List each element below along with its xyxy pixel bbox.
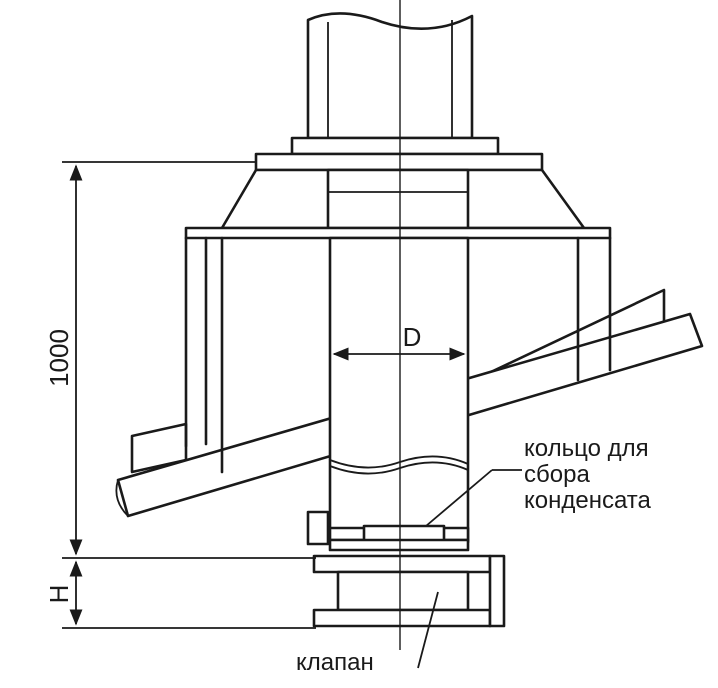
dimension-d: D [332, 322, 466, 361]
dimension-h-label: H [44, 585, 74, 604]
dimension-1000: 1000 [44, 164, 83, 556]
ring-label-line1: кольцо для [524, 435, 649, 462]
condensate-ring [306, 510, 470, 552]
callout-condensate-ring: кольцо для сбора конденсата [425, 435, 652, 527]
valve-label: клапан [296, 649, 374, 676]
callout-valve: клапан [296, 591, 439, 676]
support-frame [184, 226, 612, 474]
valve [312, 554, 506, 628]
dimension-h: H [44, 560, 83, 626]
top-flange [254, 136, 544, 172]
ring-label-line3: конденсата [524, 487, 652, 514]
cone-body [220, 168, 586, 230]
dimension-1000-label: 1000 [44, 329, 74, 387]
inner-pipe [328, 236, 470, 544]
dimension-d-label: D [403, 322, 422, 352]
extension-lines [62, 161, 316, 629]
ring-label-line2: сбора [524, 461, 590, 488]
upper-pipe [306, 12, 474, 140]
